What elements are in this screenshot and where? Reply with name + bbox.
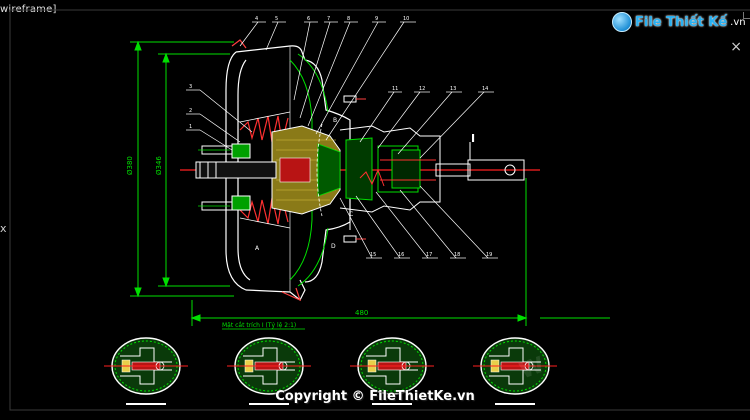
callout-9: 9 (375, 16, 378, 22)
valve-internals (345, 137, 436, 201)
left-callouts (186, 89, 253, 151)
roman-label: I (471, 132, 475, 145)
dim-height-inner: Ø346 (155, 156, 163, 175)
right-callouts (359, 91, 494, 159)
logo-badge-icon (612, 12, 632, 32)
callout-16: 16 (398, 252, 404, 258)
callout-3: 3 (189, 84, 192, 90)
section-caption: Mặt cắt trích I (Tỷ lệ 2:1) (222, 322, 296, 329)
callout-7: 7 (327, 16, 330, 22)
drawing-frame (9, 9, 750, 411)
copyright-text: Copyright © FileThietKe.vn (275, 389, 475, 404)
callout-8: 8 (347, 16, 350, 22)
detail-view (473, 337, 557, 405)
callout-1: 1 (189, 124, 192, 130)
callout-10: 10 (403, 16, 409, 22)
region-label-b: B (333, 117, 337, 124)
close-icon[interactable]: × (730, 39, 742, 55)
detail-view (350, 337, 434, 405)
site-logo[interactable]: File Thiết Kế .vn (612, 12, 746, 32)
push-rod (195, 143, 277, 211)
region-label-d: D (331, 243, 336, 250)
section-mark (316, 123, 323, 217)
callout-14: 14 (482, 86, 488, 92)
front-studs (198, 149, 230, 207)
callout-11: 11 (392, 86, 398, 92)
callout-4: 4 (255, 16, 258, 22)
top-callouts (239, 21, 416, 141)
callout-15: 15 (370, 252, 376, 258)
horizontal-dimension (190, 178, 610, 326)
input-rod (435, 142, 525, 181)
callout-19: 19 (486, 252, 492, 258)
detail-views (104, 337, 557, 405)
dim-height-outer: Ø380 (126, 156, 134, 175)
callout-18: 18 (454, 252, 460, 258)
vertical-dimensions (130, 40, 234, 298)
detail-view (104, 337, 188, 405)
frame-corner (743, 12, 750, 19)
region-label-c: C (349, 211, 353, 218)
logo-suffix-text: .vn (730, 16, 746, 28)
region-label-a: A (255, 245, 260, 252)
dim-width: 480 (355, 309, 368, 317)
bottom-callouts (339, 185, 498, 259)
logo-brand-text: File Thiết Kế (635, 14, 728, 30)
detail-view (227, 337, 311, 405)
callout-5: 5 (275, 16, 278, 22)
callout-12: 12 (419, 86, 425, 92)
callout-13: 13 (450, 86, 456, 92)
callout-2: 2 (189, 108, 192, 114)
callout-6: 6 (307, 16, 310, 22)
callout-17: 17 (426, 252, 432, 258)
piston-hub (271, 125, 341, 215)
ucs-marker: x (0, 222, 7, 235)
